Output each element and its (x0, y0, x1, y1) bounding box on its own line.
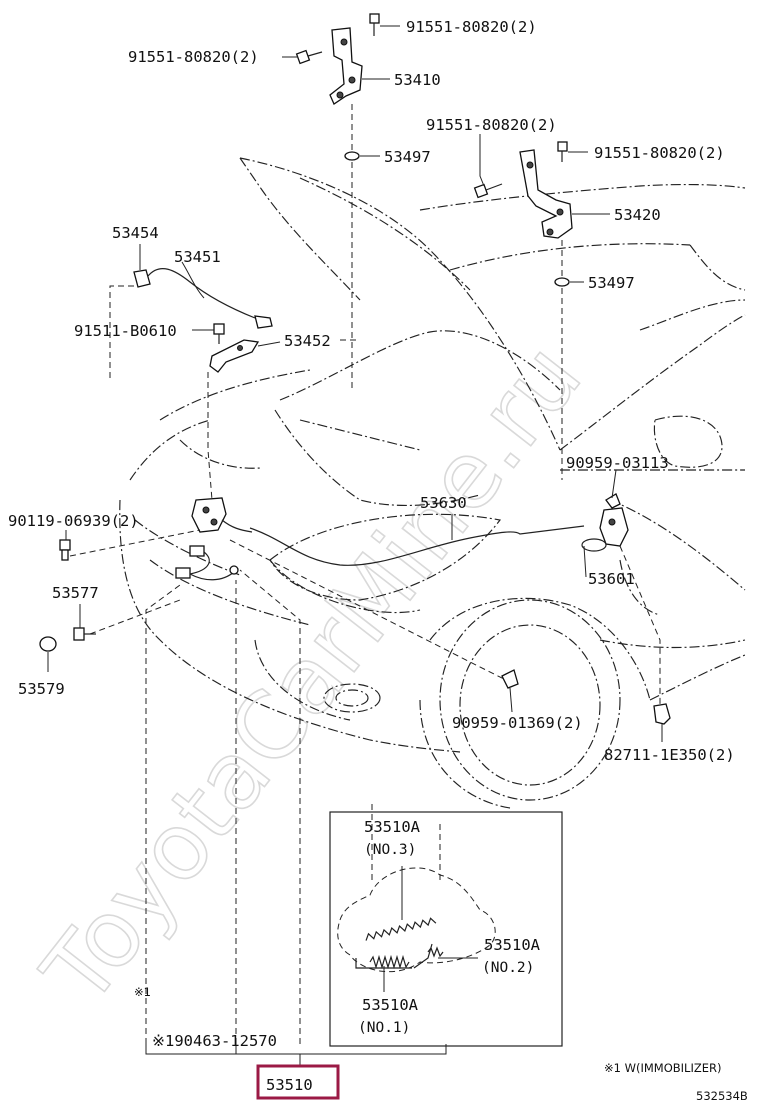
bolt-icon (369, 13, 380, 36)
label-cushion-cap: 53579 (18, 680, 65, 698)
label-switch-part: ※190463-12570 (152, 1032, 277, 1050)
label-spring-no2: 53510A (484, 936, 541, 954)
vehicle-body-outline (119, 157, 746, 809)
label-bolt-lock: 90119-06939(2) (8, 512, 139, 530)
part-labels: 91551-80820(2) 91551-80820(2) 53410 9155… (8, 18, 748, 1103)
diagram-code: 532534B (696, 1089, 748, 1103)
footnote: ※1 W(IMMOBILIZER) (604, 1061, 721, 1075)
spring-no1-icon (355, 954, 412, 970)
spring-no3-icon (365, 917, 437, 941)
hood-lock (191, 497, 253, 533)
alignment-lines (69, 104, 661, 1044)
label-mark-left: ※1 (134, 985, 151, 999)
label-release-cable: 53630 (420, 494, 467, 512)
label-spring-no1: 53510A (362, 996, 419, 1014)
label-cushion-right: 53497 (588, 274, 635, 292)
switch-connector (175, 545, 239, 581)
label-bolt-hinge-right-a: 91551-80820(2) (426, 116, 557, 134)
hood-hinge-left (329, 27, 363, 105)
highlight-box (256, 1064, 340, 1100)
release-cable (249, 525, 585, 566)
cushion-icon (554, 277, 570, 287)
label-cushion-left: 53497 (384, 148, 431, 166)
label-bolt-hinge-left: 91551-80820(2) (128, 48, 259, 66)
bolt-icon (59, 539, 71, 561)
bolt-icon (557, 141, 568, 162)
label-hinge-right: 53420 (614, 206, 661, 224)
bolt-icon (473, 183, 503, 199)
label-spring-no3-sub: (NO.3) (364, 842, 416, 858)
label-support-rod: 53451 (174, 248, 221, 266)
clip-icon (653, 703, 671, 725)
assembly-bracket (145, 1044, 447, 1066)
label-spring-no3: 53510A (364, 818, 421, 836)
hood-support-rod (133, 267, 273, 329)
label-bolt-hinge-right-b: 91551-80820(2) (594, 144, 725, 162)
screw-icon (213, 323, 225, 344)
label-clamp-upper: 90959-03113 (566, 454, 669, 472)
label-release-lever: 53601 (588, 570, 635, 588)
leader-lines (47, 25, 663, 992)
cushion-icon (344, 151, 360, 161)
label-rod-bracket: 53452 (284, 332, 331, 350)
label-screw-rod: 91511-B0610 (74, 322, 177, 340)
clamp-icon (501, 669, 519, 689)
spring-no2-icon (413, 943, 444, 969)
label-spring-no2-sub: (NO.2) (482, 960, 534, 976)
hood-hinge-right (519, 149, 573, 239)
cap-icon (39, 636, 57, 652)
label-lock-assembly: 53510 (266, 1076, 313, 1094)
label-bolt-hinge-left-top: 91551-80820(2) (406, 18, 537, 36)
release-lever (581, 507, 629, 552)
label-spring-no1-sub: (NO.1) (358, 1020, 410, 1036)
bolt-icon (295, 49, 323, 65)
label-clamp-lower: 90959-01369(2) (452, 714, 583, 732)
clamp-icon (605, 493, 621, 509)
label-clip: 82711-1E350(2) (604, 746, 735, 764)
label-cushion-stopper: 53577 (52, 584, 99, 602)
bolt-icon (73, 627, 96, 641)
label-hinge-left: 53410 (394, 71, 441, 89)
rod-bracket (209, 339, 260, 373)
label-stay-holder: 53454 (112, 224, 159, 242)
